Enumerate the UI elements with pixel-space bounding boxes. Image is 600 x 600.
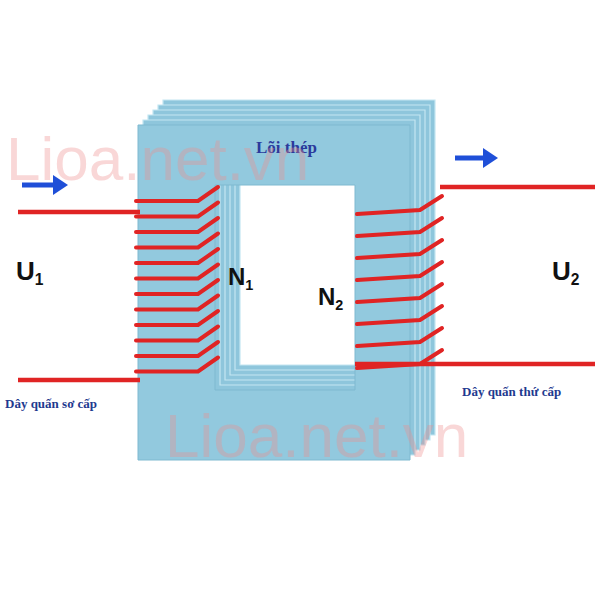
voltage-label: U2 — [552, 258, 579, 284]
secondary-turn — [357, 218, 442, 236]
turns-label: N2 — [318, 285, 343, 309]
winding-lead — [440, 185, 595, 190]
primary-turn — [136, 249, 218, 263]
winding-lead — [18, 210, 140, 215]
primary-turn — [136, 342, 218, 356]
primary-turn — [136, 311, 218, 325]
current-arrow-head — [483, 148, 498, 168]
watermark: Lioa.net.vn — [165, 405, 468, 467]
primary-turn — [136, 280, 218, 294]
winding-name: Dây quấn thứ cấp — [462, 385, 561, 398]
primary-turn — [136, 234, 218, 248]
secondary-turn — [357, 240, 442, 258]
current-arrow-shaft — [455, 156, 486, 161]
secondary-turn — [357, 284, 442, 302]
secondary-turn — [357, 262, 442, 280]
secondary-turn — [357, 306, 442, 324]
secondary-turn — [357, 196, 442, 214]
secondary-turn — [357, 328, 442, 346]
winding-lead — [355, 362, 595, 367]
primary-turn — [136, 327, 218, 341]
watermark: Lioa.net.vn — [6, 128, 309, 190]
voltage-label: U1 — [16, 258, 43, 284]
turns-label: N1 — [228, 265, 253, 289]
primary-turn — [136, 296, 218, 310]
winding-lead — [18, 378, 140, 383]
primary-turn — [136, 358, 218, 372]
winding-name: Dây quấn sơ cấp — [5, 397, 97, 410]
primary-turn — [136, 265, 218, 279]
primary-turn — [136, 203, 218, 217]
primary-turn — [136, 218, 218, 232]
